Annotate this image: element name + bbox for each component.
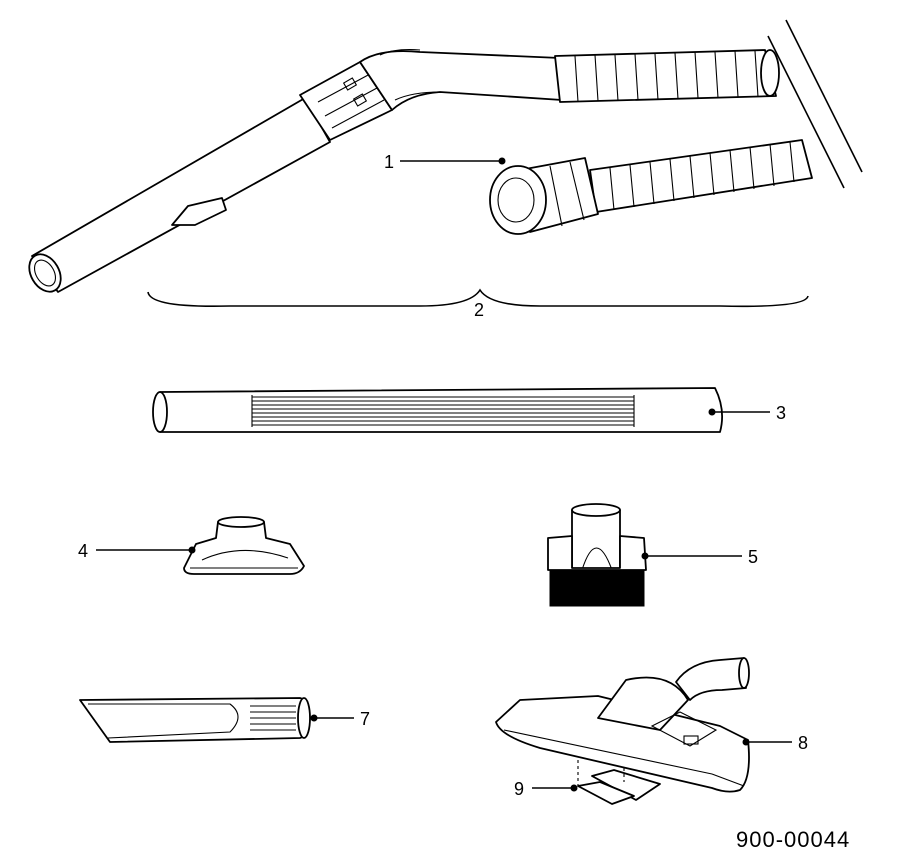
callout-8: 8 bbox=[742, 733, 808, 753]
callout-9: 9 bbox=[514, 779, 578, 799]
callout-7: 7 bbox=[310, 709, 370, 729]
callout-5-label: 5 bbox=[748, 547, 758, 567]
callout-4-label: 4 bbox=[78, 541, 88, 561]
callout-1-label: 1 bbox=[384, 152, 394, 172]
crevice-tool bbox=[79, 697, 311, 743]
callout-7-label: 7 bbox=[360, 709, 370, 729]
callout-4: 4 bbox=[78, 541, 196, 561]
callout-8-label: 8 bbox=[798, 733, 808, 753]
floor-nozzle bbox=[495, 657, 750, 793]
callout-5: 5 bbox=[641, 547, 758, 567]
drawing-number: 900-00044 bbox=[736, 827, 850, 852]
callout-3-label: 3 bbox=[776, 403, 786, 423]
callout-9-label: 9 bbox=[514, 779, 524, 799]
hose-wall-lines bbox=[767, 19, 863, 189]
upholstery-nozzle bbox=[183, 516, 305, 575]
extension-wand bbox=[152, 387, 724, 433]
curved-wand-handle bbox=[28, 49, 780, 293]
callout-2: 2 bbox=[147, 288, 809, 320]
callout-3: 3 bbox=[708, 403, 786, 423]
callout-1: 1 bbox=[384, 152, 506, 172]
hose-end-fitting bbox=[489, 139, 813, 235]
callout-2-label: 2 bbox=[474, 300, 484, 320]
dusting-brush bbox=[547, 503, 647, 607]
glide-plate bbox=[577, 760, 661, 805]
